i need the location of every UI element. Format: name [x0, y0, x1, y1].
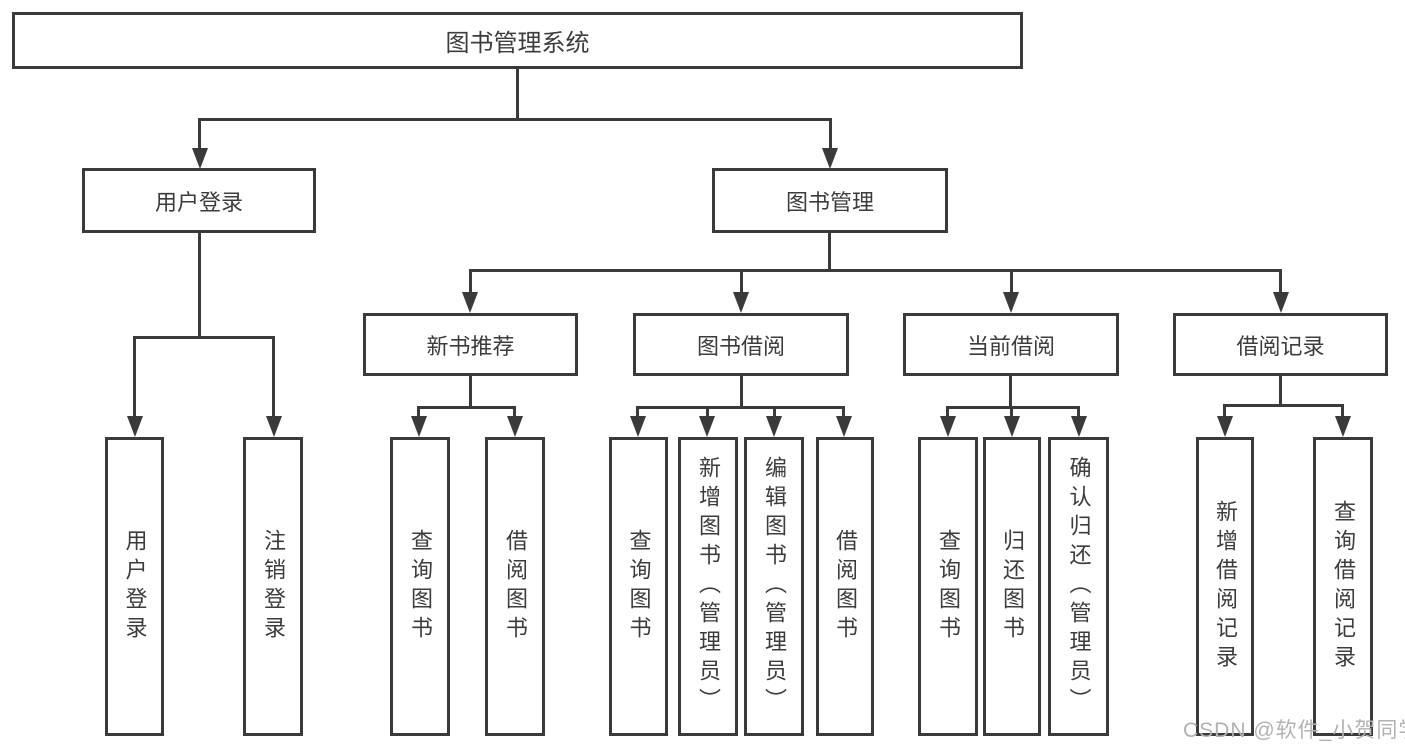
leaf-label: 查询图书: [626, 528, 652, 645]
arrow-down-icon: [1004, 416, 1020, 437]
arrow-down-icon: [836, 416, 852, 437]
connector-line: [417, 406, 516, 409]
connector-line: [417, 406, 420, 418]
leaf-logout: 注销登录: [243, 437, 303, 736]
connector-line: [1279, 376, 1282, 404]
leaf-label: 查询借阅记录: [1331, 499, 1356, 674]
node-label: 用户登录: [154, 189, 243, 215]
connector-line: [946, 406, 949, 418]
node-current-borrow: 当前借阅: [903, 313, 1119, 376]
connector-line: [1009, 376, 1012, 406]
connector-line: [198, 118, 201, 148]
node-book-borrow: 图书借阅: [633, 313, 849, 376]
connector-line: [469, 269, 1282, 272]
leaf-user-login: 用户登录: [105, 437, 164, 736]
connector-line: [1279, 269, 1282, 294]
connector-line: [946, 406, 1080, 409]
arrow-down-icon: [733, 292, 749, 313]
connector-line: [1010, 269, 1013, 294]
connector-line: [1223, 404, 1226, 418]
node-label: 图书借阅: [696, 333, 785, 359]
leaf-label: 查询图书: [408, 528, 433, 645]
leaf-label: 用户登录: [122, 528, 148, 645]
arrow-down-icon: [127, 416, 143, 437]
node-new-book-recommend: 新书推荐: [363, 313, 578, 376]
arrow-down-icon: [1335, 416, 1351, 437]
leaf-label: 归还图书: [1000, 528, 1025, 645]
leaf-newbook-borrow-books: 借阅图书: [485, 437, 545, 736]
leaf-label: 借阅图书: [833, 528, 858, 645]
leaf-records-add-record: 新增借阅记录: [1196, 437, 1254, 736]
leaf-newbook-query-books: 查询图书: [390, 437, 450, 736]
arrow-down-icon: [699, 416, 715, 437]
leaf-borrow-edit-books-admin: 编辑图书（管理员）: [744, 437, 804, 736]
connector-line: [469, 375, 472, 406]
leaf-label: 新增图书（管理员）: [696, 456, 721, 717]
arrow-down-icon: [266, 416, 282, 437]
connector-line: [636, 406, 639, 418]
arrow-down-icon: [1071, 416, 1087, 437]
leaf-records-query-record: 查询借阅记录: [1313, 437, 1373, 736]
node-label: 图书管理系统: [445, 30, 590, 57]
leaf-label: 查询图书: [936, 528, 961, 645]
node-book-management: 图书管理: [712, 168, 948, 233]
connector-line: [740, 269, 743, 294]
arrow-down-icon: [192, 148, 208, 169]
node-label: 新书推荐: [426, 333, 515, 359]
leaf-borrow-add-books-admin: 新增图书（管理员）: [678, 437, 738, 736]
leaf-current-query-books: 查询图书: [918, 437, 978, 736]
leaf-label: 注销登录: [261, 528, 286, 645]
arrow-down-icon: [766, 416, 782, 437]
connector-line: [198, 232, 201, 336]
connector-line: [829, 118, 832, 148]
arrow-down-icon: [1003, 292, 1019, 313]
connector-line: [272, 336, 275, 418]
arrow-down-icon: [630, 416, 646, 437]
arrow-down-icon: [462, 292, 478, 313]
leaf-current-return-books: 归还图书: [983, 437, 1041, 736]
node-user-login: 用户登录: [82, 168, 316, 233]
leaf-label: 借阅图书: [503, 528, 528, 645]
connector-line: [1223, 404, 1344, 407]
node-borrow-records: 借阅记录: [1173, 313, 1388, 376]
arrow-down-icon: [822, 148, 838, 169]
connector-line: [1077, 406, 1080, 418]
arrow-down-icon: [1217, 416, 1233, 437]
connector-line: [133, 336, 275, 339]
connector-line: [1010, 406, 1013, 418]
connector-line: [773, 406, 776, 418]
connector-line: [842, 406, 845, 418]
node-label: 借阅记录: [1236, 333, 1325, 359]
connector-line: [740, 376, 743, 406]
node-label: 当前借阅: [966, 333, 1055, 359]
leaf-borrow-query-books: 查询图书: [609, 437, 668, 736]
node-label: 图书管理: [785, 189, 874, 215]
connector-line: [1341, 404, 1344, 418]
leaf-label: 确认归还（管理员）: [1066, 456, 1092, 717]
arrow-down-icon: [940, 416, 956, 437]
connector-line: [516, 69, 519, 118]
leaf-borrow-borrow-books: 借阅图书: [816, 437, 874, 736]
leaf-label: 新增借阅记录: [1213, 499, 1238, 674]
connector-line: [828, 232, 831, 269]
connector-line: [133, 336, 136, 418]
csdn-watermark: CSDN @软件_小贺同学: [1183, 719, 1405, 742]
connector-line: [469, 269, 472, 294]
node-library-system: 图书管理系统: [12, 12, 1023, 69]
arrow-down-icon: [507, 416, 523, 437]
connector-line: [706, 406, 709, 418]
connector-line: [198, 118, 832, 121]
leaf-current-confirm-return-admin: 确认归还（管理员）: [1048, 437, 1109, 736]
arrow-down-icon: [1273, 292, 1289, 313]
connector-line: [513, 406, 516, 418]
leaf-label: 编辑图书（管理员）: [762, 456, 787, 717]
connector-line: [636, 406, 845, 409]
arrow-down-icon: [411, 416, 427, 437]
